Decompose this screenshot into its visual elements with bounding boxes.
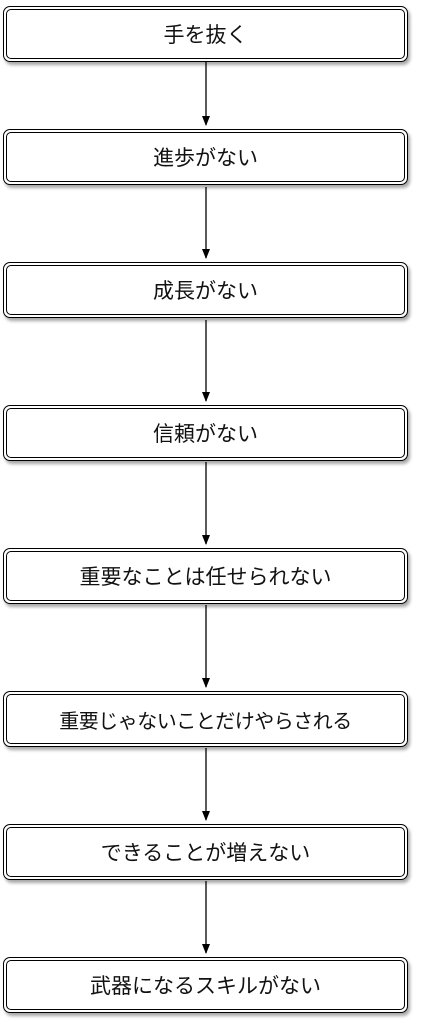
flow-step-8: 武器になるスキルがない: [3, 957, 408, 1013]
flow-step-6: 重要じゃないことだけやらされる: [3, 691, 408, 747]
flow-step-1: 手を抜く: [3, 6, 408, 62]
flow-step-2: 進歩がない: [3, 129, 408, 185]
flow-step-3-label: 成長がない: [153, 279, 258, 303]
flow-step-8-label: 武器になるスキルがない: [90, 974, 321, 998]
flow-step-2-label: 進歩がない: [153, 146, 258, 170]
flow-step-7-label: できることが増えない: [100, 841, 311, 865]
flow-step-5-label: 重要なことは任せられない: [79, 565, 332, 589]
flow-step-5: 重要なことは任せられない: [3, 548, 408, 604]
flow-step-7: できることが増えない: [3, 824, 408, 880]
flow-step-6-label: 重要じゃないことだけやらされる: [59, 708, 352, 733]
flow-step-4: 信頼がない: [3, 405, 408, 461]
flow-step-4-label: 信頼がない: [153, 422, 258, 446]
flow-step-3: 成長がない: [3, 262, 408, 318]
flow-step-1-label: 手を抜く: [163, 23, 248, 47]
